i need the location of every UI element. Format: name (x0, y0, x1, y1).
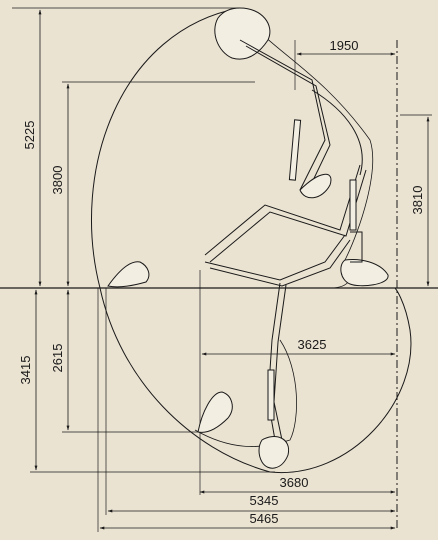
label-3625: 3625 (298, 337, 327, 352)
max-reach-envelope (91, 7, 412, 474)
bucket-sketch-lower (197, 391, 233, 433)
bucket-sketch-left (107, 261, 150, 288)
label-3680: 3680 (280, 475, 309, 490)
label-3415: 3415 (18, 356, 33, 385)
label-5345: 5345 (250, 493, 279, 508)
label-3800: 3800 (50, 166, 65, 195)
digging-envelope-lower (194, 339, 297, 447)
arm-pose-mid (204, 164, 389, 287)
label-2615: 2615 (50, 344, 65, 373)
label-5225: 5225 (22, 121, 37, 150)
label-5465: 5465 (250, 511, 279, 526)
label-1950: 1950 (330, 38, 359, 53)
label-3810: 3810 (410, 186, 425, 215)
arm-pose-max-height (214, 7, 363, 196)
arm-pose-dig (204, 234, 351, 469)
